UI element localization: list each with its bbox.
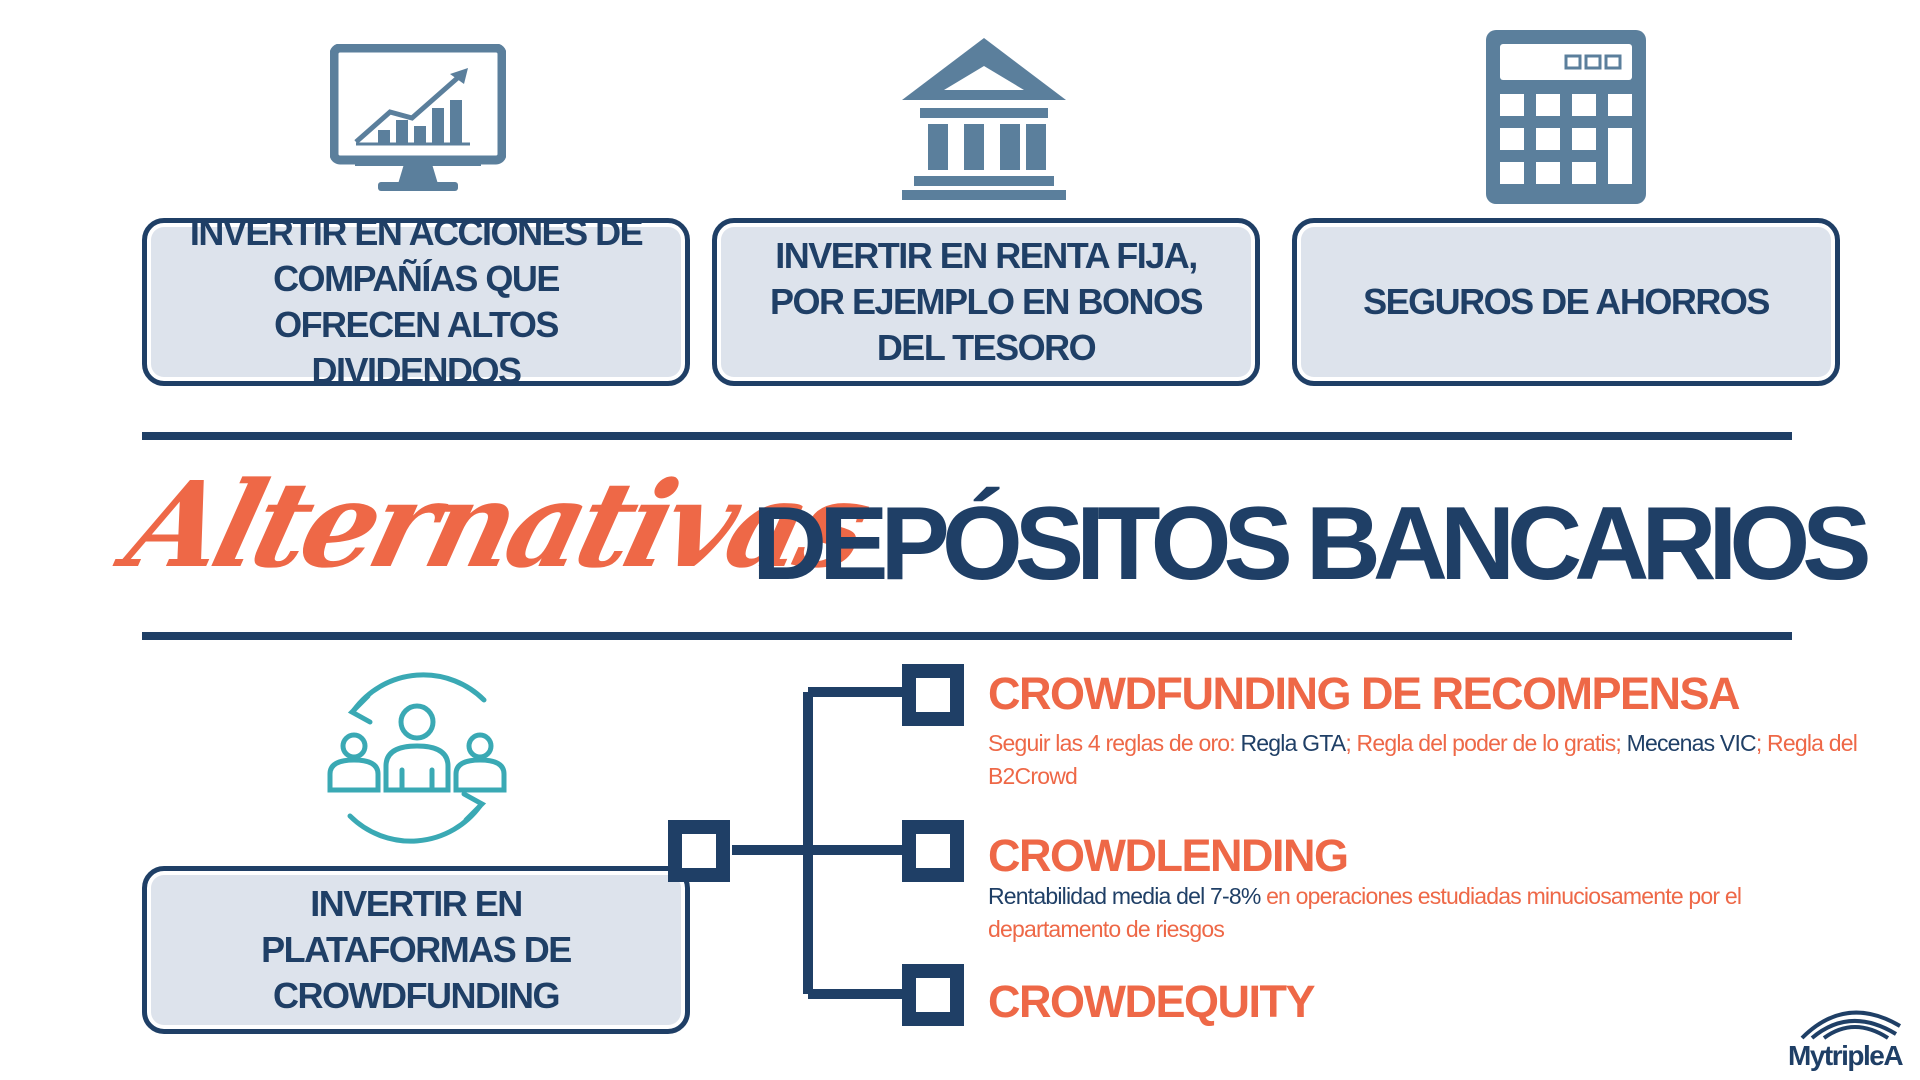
tree-root-node — [668, 820, 730, 882]
option-label-crowdfunding: INVERTIR EN PLATAFORMAS DE CROWDFUNDING — [261, 883, 572, 1016]
branch-title-crowdequity: CROWDEQUITY — [988, 976, 1316, 1027]
logo-text: MytripleA — [1788, 1040, 1904, 1071]
branch-title-crowdlending: CROWDLENDING — [988, 830, 1349, 881]
desc-segment: ; Regla del B2Crowd — [988, 730, 1858, 789]
mytriplea-logo-icon — [1800, 1010, 1902, 1040]
option-label-seguros: SEGUROS DE AHORROS — [1363, 281, 1770, 322]
option-label-acciones: INVERTIR EN ACCIONES DE COMPAÑÍAS QUE OF… — [189, 212, 644, 391]
branch-desc-crowdlending: Rentabilidad media del 7-8% en operacion… — [988, 880, 1868, 946]
desc-segment: Seguir las 4 reglas de oro: — [988, 730, 1241, 756]
tree-node-recompensa — [902, 664, 964, 726]
headline-title: DEPÓSITOS BANCARIOS — [752, 486, 1872, 602]
calculator-icon — [1486, 30, 1646, 204]
desc-segment: Mecenas VIC — [1626, 730, 1757, 756]
bottom-divider — [142, 632, 1792, 640]
desc-segment: Rentabilidad media del 7-8% — [988, 883, 1267, 909]
bank-icon — [902, 38, 1066, 200]
option-box-crowdfunding: INVERTIR EN PLATAFORMAS DE CROWDFUNDING — [142, 866, 690, 1034]
desc-segment: ; Regla del poder de lo gratis; — [1345, 730, 1627, 756]
branch-desc-recompensa: Seguir las 4 reglas de oro: Regla GTA; R… — [988, 727, 1868, 793]
tree-connector — [732, 687, 910, 999]
option-box-seguros: SEGUROS DE AHORROS — [1292, 218, 1840, 386]
tree-node-crowdequity — [902, 964, 964, 1026]
option-label-renta-fija: INVERTIR EN RENTA FIJA, POR EJEMPLO EN B… — [769, 235, 1204, 368]
people-cycle-icon — [327, 672, 507, 844]
chart-monitor-icon — [330, 44, 506, 191]
top-divider — [142, 432, 1792, 440]
tree-node-crowdlending — [902, 820, 964, 882]
branch-title-recompensa: CROWDFUNDING DE RECOMPENSA — [988, 668, 1741, 719]
desc-segment: Regla GTA — [1240, 730, 1346, 756]
desc-segment: en operaciones estudiadas minuciosamente… — [988, 883, 1742, 942]
option-box-renta-fija: INVERTIR EN RENTA FIJA, POR EJEMPLO EN B… — [712, 218, 1260, 386]
option-box-acciones: INVERTIR EN ACCIONES DE COMPAÑÍAS QUE OF… — [142, 212, 690, 391]
